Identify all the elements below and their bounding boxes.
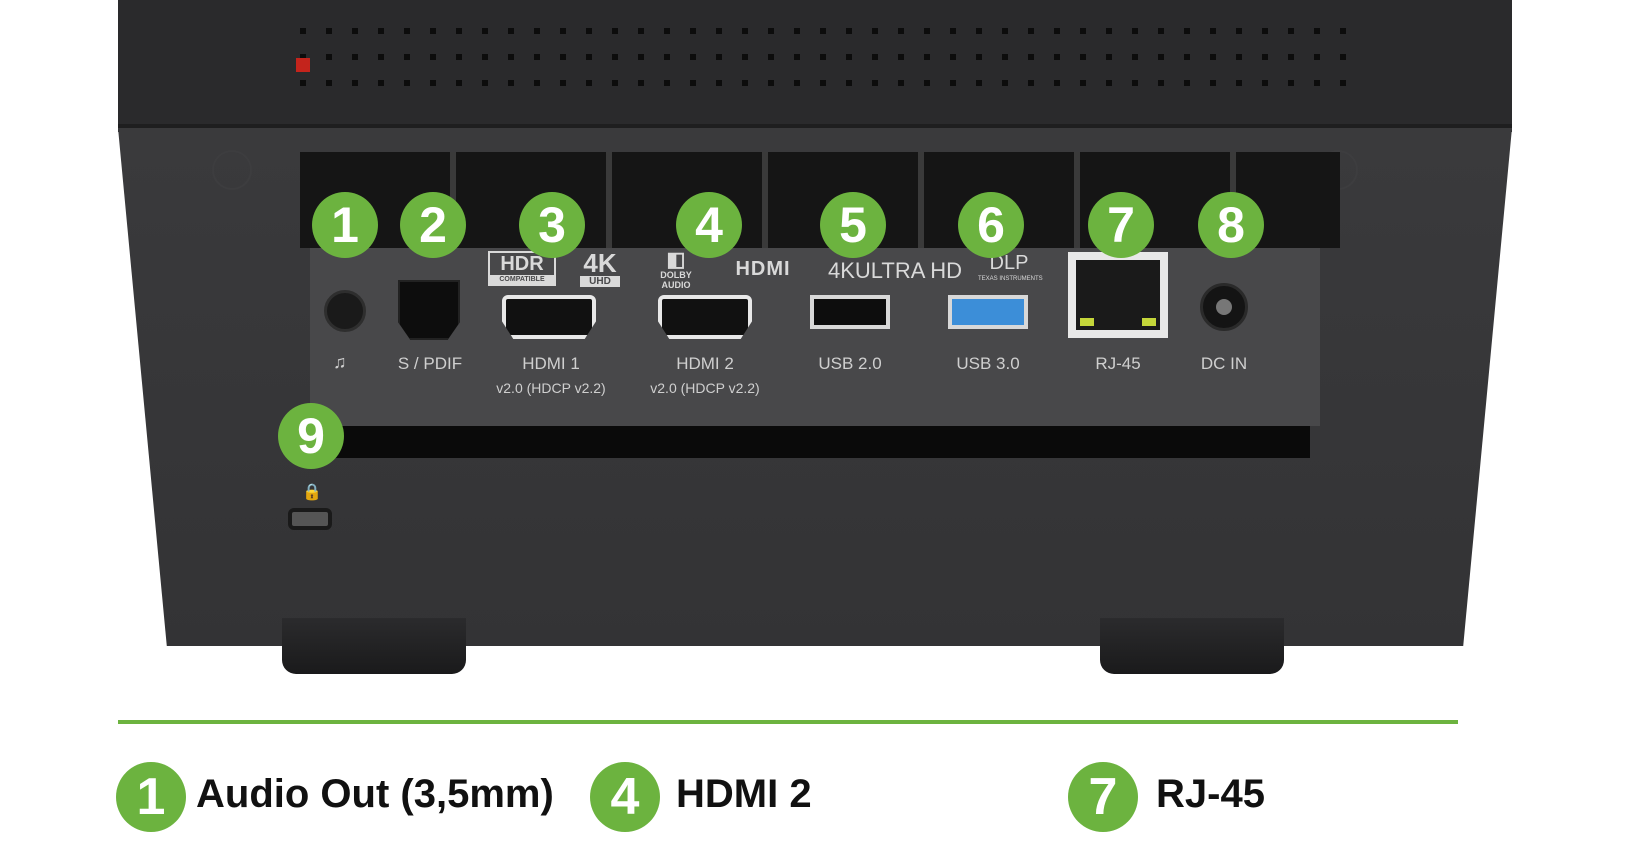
hdr-logo-text: HDR bbox=[500, 253, 544, 275]
port-sub-hdmi1: v2.0 (HDCP v2.2) bbox=[496, 380, 606, 396]
panel-slot bbox=[310, 426, 1310, 458]
legend-text-4: HDMI 2 bbox=[676, 772, 812, 816]
screw-left bbox=[212, 150, 252, 190]
dolby-mark-icon: ◧ bbox=[666, 249, 686, 271]
badge-5: 5 bbox=[820, 192, 886, 258]
hdmi2-port[interactable] bbox=[658, 295, 752, 339]
usb3-port[interactable] bbox=[948, 295, 1028, 329]
headphone-icon: ♫ bbox=[333, 352, 347, 372]
foot-right bbox=[1100, 618, 1284, 674]
port-label-spdif: S / PDIF bbox=[397, 354, 463, 373]
badge-1: 1 bbox=[312, 192, 378, 258]
port-label-dcin: DC IN bbox=[1200, 354, 1248, 373]
port-label-hdmi1: HDMI 1 bbox=[522, 354, 580, 373]
dlp-logo: DLP TEXAS INSTRUMENTS bbox=[978, 252, 1043, 283]
badge-2: 2 bbox=[400, 192, 466, 258]
legend-badge-4: 4 bbox=[590, 762, 660, 832]
badge-8: 8 bbox=[1198, 192, 1264, 258]
audio-out-jack[interactable] bbox=[324, 290, 366, 332]
badge-9: 9 bbox=[278, 403, 344, 469]
io-panel bbox=[310, 248, 1320, 426]
hdmi-logo: HDMI bbox=[735, 258, 791, 280]
lock-icon: 🔒 bbox=[302, 484, 322, 501]
dc-in-pin bbox=[1216, 299, 1232, 315]
foot-left bbox=[282, 618, 466, 674]
uhd4k-logo: 4K UHD bbox=[580, 250, 620, 287]
port-label-usb3: USB 3.0 bbox=[956, 354, 1020, 373]
legend-badge-7: 7 bbox=[1068, 762, 1138, 832]
port-label-usb2: USB 2.0 bbox=[818, 354, 882, 373]
rj45-port[interactable] bbox=[1068, 252, 1168, 338]
dolby-logo-text: DOLBY bbox=[660, 270, 692, 280]
ultrahd-logo: 4KULTRA HD bbox=[828, 258, 963, 283]
badge-3: 3 bbox=[519, 192, 585, 258]
rj45-led-right bbox=[1142, 318, 1156, 326]
red-indicator bbox=[296, 58, 310, 72]
dolby-logo-sub: AUDIO bbox=[661, 280, 691, 290]
hdr-logo: HDR COMPATIBLE bbox=[488, 251, 556, 286]
legend-badge-1: 1 bbox=[116, 762, 186, 832]
top-vent-grille bbox=[300, 8, 1350, 102]
dlp-logo-text: DLP bbox=[989, 252, 1029, 274]
spdif-port[interactable] bbox=[398, 280, 460, 340]
dc-in-port[interactable] bbox=[1200, 283, 1248, 331]
kensington-lock-slot[interactable] bbox=[288, 508, 332, 530]
hdmi1-port[interactable] bbox=[502, 295, 596, 339]
usb2-port[interactable] bbox=[810, 295, 890, 329]
uhd4k-logo-text: 4K bbox=[583, 248, 617, 278]
port-label-rj45: RJ-45 bbox=[1095, 354, 1141, 373]
port-label-hdmi2: HDMI 2 bbox=[676, 354, 734, 373]
hdr-logo-sub: COMPATIBLE bbox=[490, 275, 554, 284]
badge-7: 7 bbox=[1088, 192, 1154, 258]
port-sub-hdmi2: v2.0 (HDCP v2.2) bbox=[650, 380, 760, 396]
badge-4: 4 bbox=[676, 192, 742, 258]
badge-6: 6 bbox=[958, 192, 1024, 258]
rj45-led-left bbox=[1080, 318, 1094, 326]
dlp-logo-sub: TEXAS INSTRUMENTS bbox=[978, 276, 1043, 282]
legend-text-7: RJ-45 bbox=[1156, 772, 1265, 816]
dolby-logo: ◧ DOLBY AUDIO bbox=[654, 250, 698, 290]
legend-divider bbox=[118, 720, 1458, 724]
uhd4k-logo-sub: UHD bbox=[580, 276, 620, 287]
legend-text-1: Audio Out (3,5mm) bbox=[196, 772, 554, 816]
